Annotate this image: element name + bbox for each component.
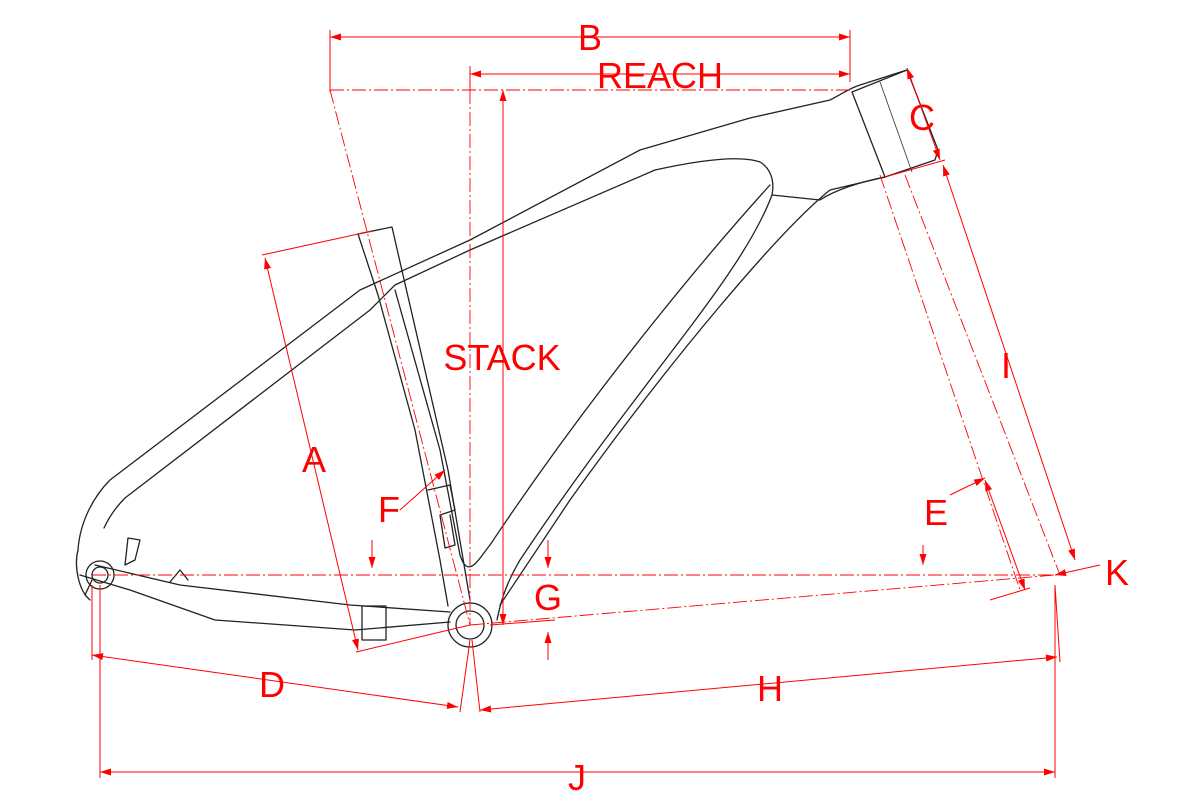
label-c: C <box>909 97 935 138</box>
dim-g-bottom-arrow-start <box>544 632 552 643</box>
head-tube-axis <box>879 174 1021 591</box>
dim-reach-line-arrow-start <box>470 70 481 78</box>
dim-c-line-arrow-start <box>907 68 915 80</box>
dim-i-line <box>942 164 1076 561</box>
label-j: J <box>568 757 586 798</box>
dim-i-line-arrow-start <box>943 165 950 177</box>
dimension-lines <box>91 30 1101 778</box>
down-tube-outline <box>496 194 773 621</box>
dim-j-line-arrow-start <box>100 768 111 776</box>
top-tube-outline <box>77 69 908 551</box>
dim-i-line-arrow-end <box>1068 548 1075 560</box>
rear-dropout-hanger <box>75 549 93 601</box>
dim-h-ext-right <box>1054 584 1061 663</box>
dim-j-line-arrow-end <box>1044 768 1055 776</box>
label-reach: REACH <box>597 55 723 96</box>
label-stack: STACK <box>443 337 560 378</box>
dim-d-line <box>91 654 459 708</box>
bb-to-front-axis <box>469 574 1056 626</box>
down-tube-front <box>499 176 886 606</box>
dim-h-line-arrow-end <box>1045 654 1057 662</box>
dim-e-line-arrow-end <box>1017 578 1025 590</box>
label-a: A <box>302 439 326 480</box>
dim-b-line-arrow-start <box>330 33 341 41</box>
dim-e-ext <box>989 587 1031 601</box>
dim-d-line-arrow-end <box>446 701 458 709</box>
label-i: I <box>1001 345 1011 386</box>
dim-a-line-arrow-start <box>264 258 271 270</box>
dim-e-line-arrow-start <box>985 480 993 492</box>
dim-k-line-arrow-start <box>1055 569 1067 577</box>
dim-d-ext-right <box>459 639 471 713</box>
dim-g-ext <box>489 619 556 626</box>
dim-g-top-arrow-end <box>544 557 552 568</box>
dim-f-leader-arrow-end <box>434 470 445 480</box>
dim-c-line <box>906 67 941 161</box>
chainstay-bridge <box>361 605 387 641</box>
dim-a-ext-top <box>261 230 373 256</box>
dim-b-line-arrow-end <box>839 33 850 41</box>
dim-e-arrow-arrow-end <box>919 554 927 565</box>
chain-stay-upper <box>94 564 451 613</box>
label-e: E <box>924 492 948 533</box>
head-tube-center <box>879 81 913 173</box>
label-k: K <box>1105 552 1129 593</box>
dim-stack-line-arrow-end <box>499 614 507 625</box>
dim-a-line-arrow-end <box>352 638 359 650</box>
label-b: B <box>578 17 602 58</box>
chain-stay-outline <box>79 574 451 631</box>
dim-a-line <box>264 257 359 651</box>
label-f: F <box>378 489 400 530</box>
dim-stack-line-arrow-start <box>499 90 507 101</box>
dim-d-line-arrow-start <box>92 653 104 661</box>
cable-stop <box>427 484 456 549</box>
dim-f-arrow-arrow-end <box>368 557 376 568</box>
seat-tube-outline <box>357 226 471 601</box>
dim-c-line-arrow-end <box>932 148 940 160</box>
dim-e-line <box>984 479 1026 591</box>
brake-mount <box>124 537 141 566</box>
chainstay-tab <box>169 569 189 583</box>
dim-c-ext <box>884 159 946 178</box>
dim-reach-line-arrow-end <box>839 70 850 78</box>
seat-tube-inner <box>357 233 449 607</box>
main-triangle-inner <box>394 184 771 568</box>
bottom-bracket-inner <box>455 610 485 640</box>
dimension-labels: B REACH C STACK I A F E K G D H J <box>259 17 1129 798</box>
arrow-heads <box>92 33 1075 776</box>
dim-a-ext-bottom <box>355 624 471 653</box>
dim-h-line-arrow-start <box>480 705 492 713</box>
dim-h-line <box>479 656 1058 711</box>
label-h: H <box>757 668 783 709</box>
center-lines <box>92 89 1061 626</box>
dim-h-ext-left <box>471 639 481 713</box>
label-g: G <box>534 577 562 618</box>
fork-axis <box>904 174 1061 576</box>
seat-tube-axis <box>329 89 471 626</box>
label-d: D <box>259 664 285 705</box>
top-tube-underside <box>103 158 886 529</box>
dim-e-leader-arrow-end <box>973 478 985 486</box>
